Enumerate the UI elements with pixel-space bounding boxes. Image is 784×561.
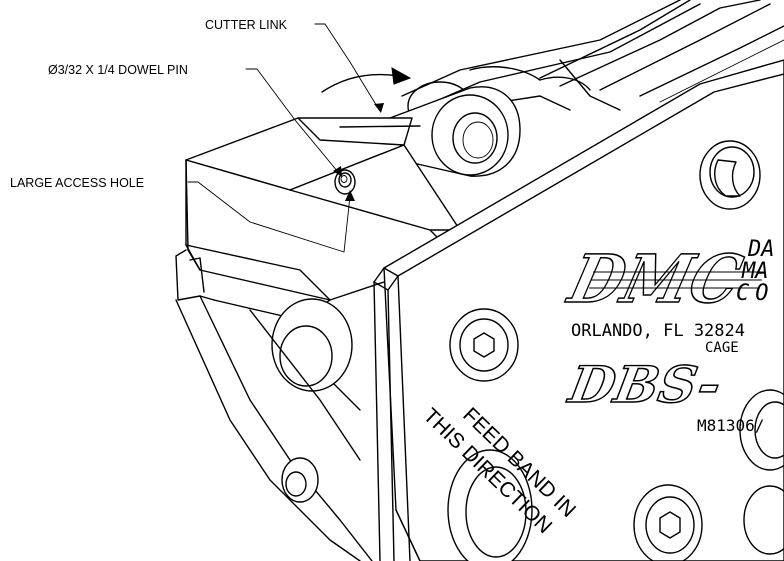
front-plate <box>373 59 784 561</box>
left-body-block <box>175 117 461 561</box>
callout-dowel-pin: Ø3/32 X 1/4 DOWEL PIN <box>48 63 188 77</box>
large-access-hole <box>334 169 356 195</box>
model-text: DBS- <box>563 355 725 414</box>
address-text: ORLANDO, FL 32824 <box>571 321 745 341</box>
callout-leaders <box>187 23 384 253</box>
company-line-2: MA <box>741 259 769 284</box>
cutter-link-lug <box>389 86 521 177</box>
c-ring-pin <box>699 140 761 210</box>
lower-bosses <box>249 298 361 503</box>
cap-screw-upper <box>449 308 519 382</box>
company-line-3: CO <box>736 281 775 306</box>
company-line-1: DA <box>747 237 775 262</box>
cage-text: CAGE <box>705 340 739 356</box>
cap-screw-lower <box>633 484 703 561</box>
callout-labels: CUTTER LINK Ø3/32 X 1/4 DOWEL PIN LARGE … <box>10 18 288 190</box>
callout-access-hole: LARGE ACCESS HOLE <box>10 176 144 190</box>
plate-engraving: DMC DA MA CO ORLANDO, FL 32824 CAGE DBS-… <box>560 237 775 435</box>
lower-left-round <box>447 449 533 561</box>
dmc-logo: DMC <box>560 239 764 319</box>
dmc-logo-text: DMC <box>560 240 749 318</box>
callout-cutter-link: CUTTER LINK <box>205 18 288 32</box>
dowel-pin <box>340 175 348 183</box>
right-edge-round <box>739 389 784 555</box>
part-number-text: M81306/ <box>697 416 764 435</box>
